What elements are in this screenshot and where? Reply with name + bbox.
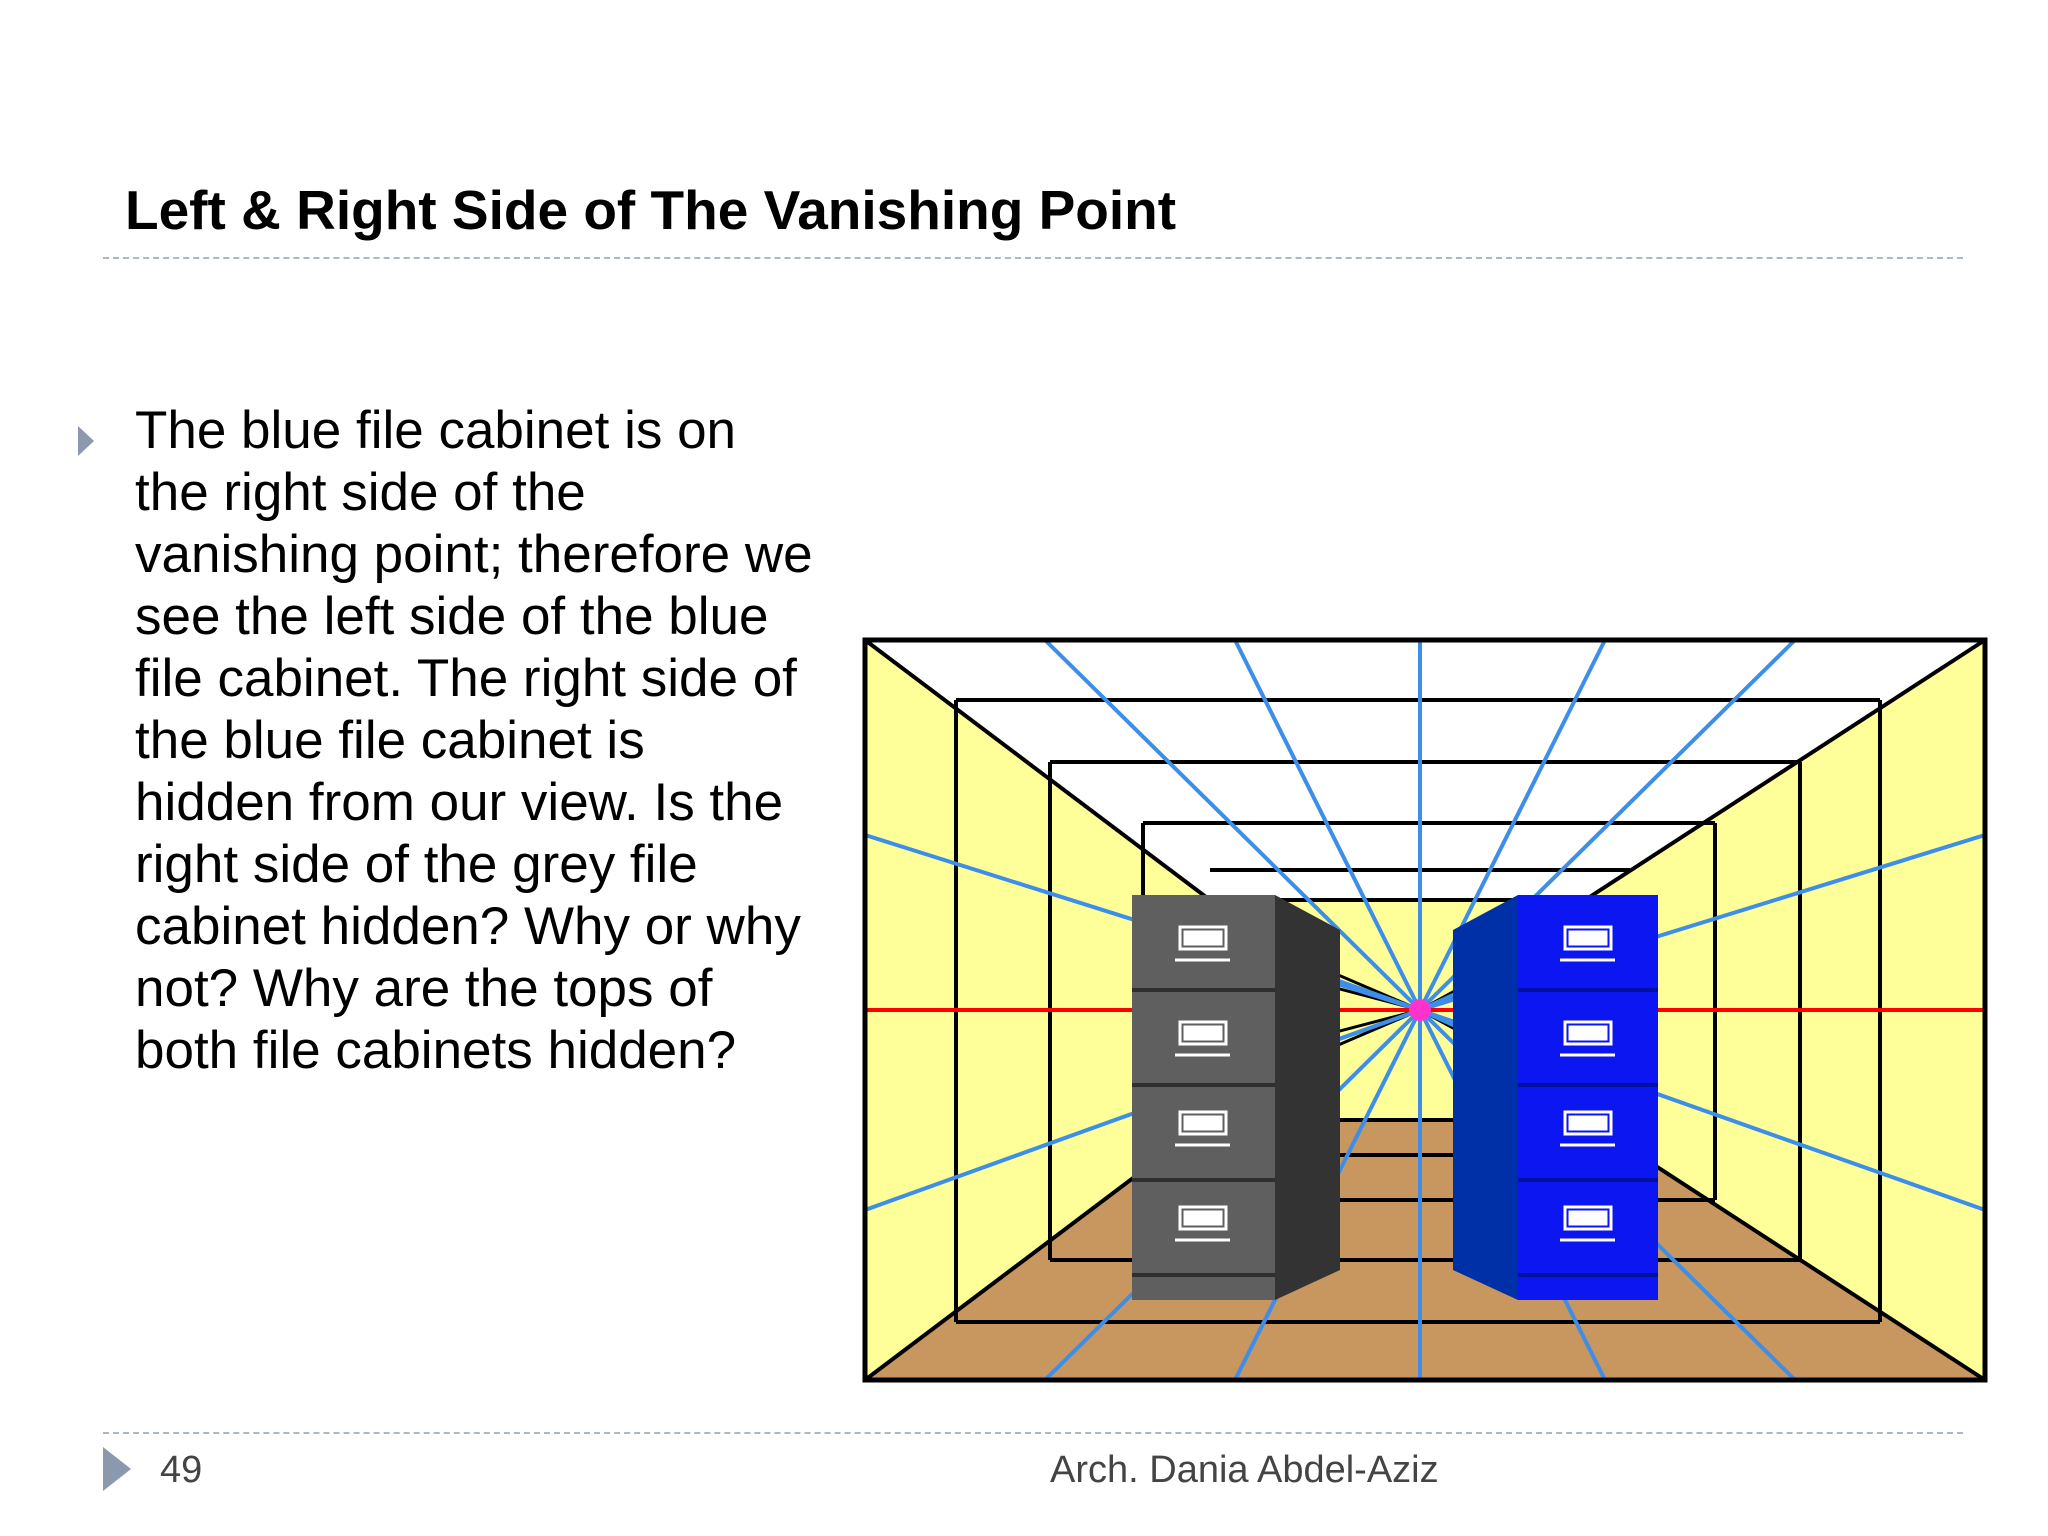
title-divider bbox=[103, 257, 1963, 259]
bullet-text: The blue file cabinet is on the right si… bbox=[135, 401, 813, 1080]
blue-file-cabinet bbox=[1453, 895, 1658, 1300]
footer-triangle-icon bbox=[103, 1447, 131, 1491]
vanishing-point bbox=[1409, 999, 1431, 1021]
bullet-triangle-icon bbox=[78, 426, 94, 456]
footer-divider bbox=[103, 1432, 1963, 1434]
slide-title: Left & Right Side of The Vanishing Point bbox=[125, 179, 1177, 241]
grey-file-cabinet bbox=[1132, 895, 1340, 1300]
blue-cabinet-front bbox=[1518, 895, 1658, 1300]
footer-author: Arch. Dania Abdel-Aziz bbox=[1050, 1449, 1439, 1491]
grey-cabinet-front bbox=[1132, 895, 1275, 1300]
blue-cabinet-handles bbox=[1560, 925, 1615, 1242]
room-frame bbox=[862, 637, 1988, 1383]
grey-cabinet-side bbox=[1275, 895, 1340, 1300]
blue-cabinet-side bbox=[1453, 895, 1518, 1300]
grey-cabinet-handles bbox=[1175, 925, 1230, 1242]
page-number: 49 bbox=[160, 1449, 203, 1491]
perspective-room-illustration bbox=[862, 637, 1988, 1383]
